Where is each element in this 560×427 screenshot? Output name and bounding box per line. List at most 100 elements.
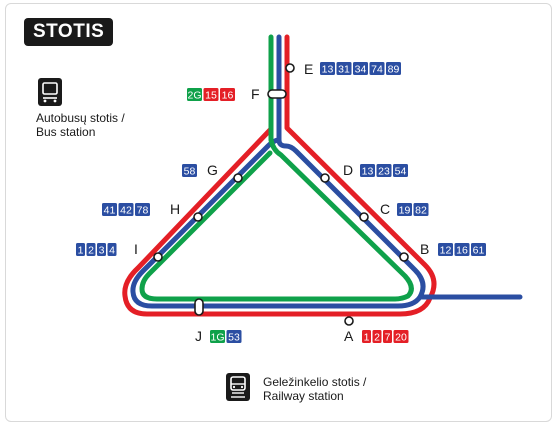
route-chips-f: 2G 15 16 [187, 88, 235, 102]
route-chip[interactable]: 53 [226, 330, 242, 344]
route-chip[interactable]: 42 [118, 203, 134, 217]
bus-station-icon [38, 78, 62, 106]
route-chip-number: 19 [399, 205, 411, 217]
stop-marker-h[interactable] [193, 212, 203, 222]
route-chip[interactable]: 2 [372, 330, 382, 344]
route-chip[interactable]: 1G [210, 330, 225, 344]
route-chip-number: 1 [364, 332, 370, 344]
stop-letter-h: H [170, 201, 180, 217]
route-chip-number: 16 [222, 90, 234, 102]
stop-marker-c[interactable] [359, 212, 369, 222]
railway-station-legend: Geležinkelio stotis / Railway station [226, 373, 367, 403]
stop-marker-e[interactable] [285, 63, 295, 73]
route-chips-e: 13 31 34 74 89 [320, 62, 401, 76]
red-route-line [122, 34, 437, 317]
route-chip[interactable]: 34 [353, 62, 368, 76]
stop-marker-i[interactable] [153, 252, 163, 262]
stop-letters: E F G D C H B I J A [134, 61, 429, 344]
map-title: STOTIS [24, 18, 114, 46]
route-lines [122, 34, 523, 317]
route-chip[interactable]: 15 [203, 88, 219, 102]
stop-marker-b[interactable] [399, 252, 409, 262]
route-chip[interactable]: 4 [107, 243, 117, 257]
route-chip[interactable]: 41 [102, 203, 117, 217]
route-chip-number: 16 [456, 245, 468, 257]
route-chip[interactable]: 12 [438, 243, 453, 257]
route-chip[interactable]: 54 [393, 164, 408, 178]
stop-marker-d[interactable] [320, 173, 330, 183]
route-chip[interactable]: 19 [397, 203, 412, 217]
stop-letter-d: D [343, 162, 353, 178]
route-chip[interactable]: 61 [471, 243, 486, 257]
route-chip-number: 12 [440, 245, 452, 257]
stop-marker-j[interactable] [194, 298, 204, 316]
stop-letter-e: E [304, 61, 313, 77]
stop-markers [153, 63, 409, 326]
route-chip[interactable]: 16 [454, 243, 470, 257]
route-chip-number: 7 [385, 332, 391, 344]
route-chip-number: 2 [88, 245, 94, 257]
route-chip-number: 82 [415, 205, 427, 217]
railway-station-label-en: Railway station [263, 389, 344, 403]
route-chip-number: 4 [109, 245, 115, 257]
route-chip-number: 23 [378, 166, 390, 178]
route-chip[interactable]: 3 [97, 243, 106, 257]
route-chip-number: 41 [104, 205, 116, 217]
route-chips-j: 1G 53 [210, 330, 242, 344]
stop-letter-b: B [420, 241, 429, 257]
route-chip-number: 3 [99, 245, 105, 257]
railway-station-label-lt: Geležinkelio stotis / [263, 375, 367, 389]
route-chip-number: 1G [210, 332, 224, 344]
stop-marker-f[interactable] [267, 89, 287, 99]
stop-letter-i: I [134, 241, 138, 257]
route-chip[interactable]: 2G [187, 88, 202, 102]
green-route-line [139, 34, 414, 302]
route-chip[interactable]: 23 [376, 164, 392, 178]
route-chip-number: 13 [362, 166, 374, 178]
route-chip-number: 2 [374, 332, 380, 344]
route-chip[interactable]: 74 [369, 62, 385, 76]
stop-marker-a[interactable] [344, 316, 354, 326]
route-chip[interactable]: 1 [362, 330, 371, 344]
route-chip-number: 61 [473, 245, 485, 257]
route-chip[interactable]: 58 [182, 164, 197, 178]
stop-letter-a: A [344, 328, 354, 344]
route-chip-number: 15 [205, 90, 217, 102]
route-chip-number: 58 [184, 166, 196, 178]
route-chip-number: 2G [187, 90, 201, 102]
route-chip[interactable]: 7 [383, 330, 392, 344]
stop-letter-f: F [251, 86, 260, 102]
route-chip[interactable]: 78 [135, 203, 150, 217]
route-chip-number: 31 [338, 64, 350, 76]
route-chip[interactable]: 89 [386, 62, 401, 76]
route-chip[interactable]: 13 [360, 164, 375, 178]
route-chips-g: 58 [182, 164, 197, 178]
route-chip-number: 74 [371, 64, 383, 76]
route-chip-number: 20 [395, 332, 407, 344]
stop-letter-j: J [195, 328, 202, 344]
bus-station-label-en: Bus station [36, 125, 95, 139]
route-chip-number: 89 [388, 64, 400, 76]
route-chip-number: 13 [322, 64, 334, 76]
route-chip-number: 34 [355, 64, 367, 76]
route-chips-b: 12 16 61 [438, 243, 486, 257]
route-chip[interactable]: 2 [86, 243, 96, 257]
route-chip[interactable]: 13 [320, 62, 335, 76]
stop-letter-g: G [207, 162, 218, 178]
route-chip[interactable]: 16 [220, 88, 235, 102]
stop-marker-g[interactable] [233, 173, 243, 183]
route-chip-number: 53 [228, 332, 240, 344]
route-chip[interactable]: 31 [336, 62, 352, 76]
route-chip[interactable]: 1 [76, 243, 85, 257]
bus-station-label-lt: Autobusų stotis / [36, 111, 125, 125]
route-chip[interactable]: 20 [393, 330, 409, 344]
route-chip[interactable]: 82 [413, 203, 429, 217]
railway-station-icon [226, 373, 250, 401]
